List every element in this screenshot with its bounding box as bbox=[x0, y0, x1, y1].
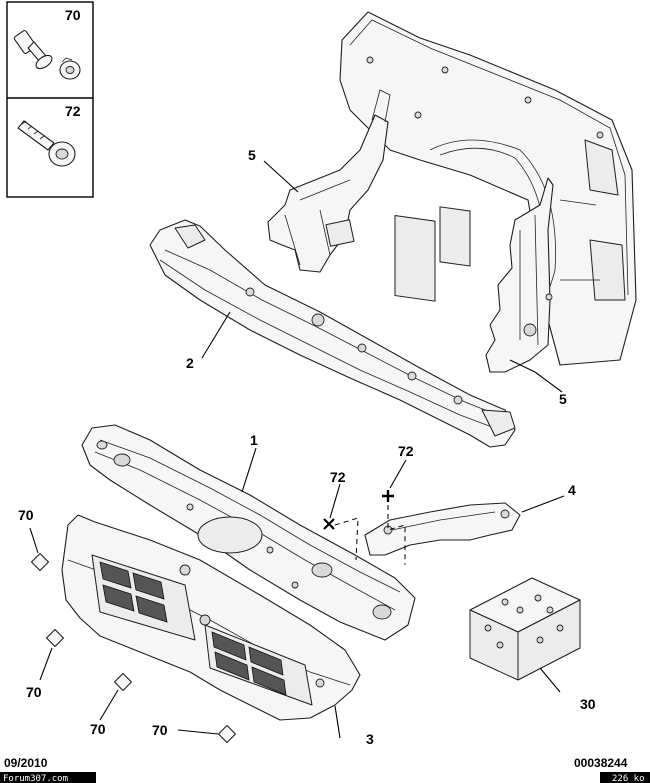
callout-fastener-70-d: 70 bbox=[152, 722, 168, 738]
callout-part-5-upper: 5 bbox=[248, 147, 256, 163]
relay-block bbox=[469, 577, 581, 681]
leader-lines bbox=[29, 160, 565, 739]
grille-left bbox=[91, 554, 196, 641]
upper-crossmember bbox=[149, 219, 516, 448]
footer-watermark-right: 226 ko bbox=[612, 774, 645, 783]
callout-part-30: 30 bbox=[580, 696, 596, 712]
footer-watermark-left: Forum307.com bbox=[3, 774, 68, 783]
fastener-markers bbox=[30, 490, 406, 744]
callout-fastener-70-b: 70 bbox=[26, 684, 42, 700]
callout-fastener-70-a: 70 bbox=[18, 507, 34, 523]
callout-part-5-lower: 5 bbox=[559, 391, 567, 407]
callout-fastener-72-left: 72 bbox=[330, 469, 346, 485]
legend-ref-70: 70 bbox=[65, 7, 81, 23]
front-panel-upper bbox=[81, 424, 416, 641]
support-bracket bbox=[364, 502, 521, 556]
air-deflector-lower bbox=[485, 177, 554, 373]
callout-part-2: 2 bbox=[186, 355, 194, 371]
callout-part-1: 1 bbox=[250, 432, 258, 448]
legend-ref-72: 72 bbox=[65, 103, 81, 119]
callout-part-3: 3 bbox=[366, 731, 374, 747]
footer: 09/2010 00038244 Forum307.com 226 ko bbox=[0, 756, 650, 783]
callout-fastener-72-right: 72 bbox=[398, 443, 414, 459]
radiator-frame bbox=[339, 11, 637, 366]
lower-shield-grille bbox=[61, 514, 361, 721]
callout-part-4: 4 bbox=[568, 482, 576, 498]
fastener-legend: 70 72 bbox=[6, 1, 94, 198]
grille-right bbox=[204, 624, 313, 706]
footer-doc-number: 00038244 bbox=[574, 756, 628, 770]
push-rivet-icon bbox=[13, 30, 81, 80]
callout-fastener-70-c: 70 bbox=[90, 721, 106, 737]
screw-icon bbox=[17, 120, 76, 167]
footer-date: 09/2010 bbox=[4, 756, 48, 770]
air-deflector-upper bbox=[267, 89, 391, 273]
